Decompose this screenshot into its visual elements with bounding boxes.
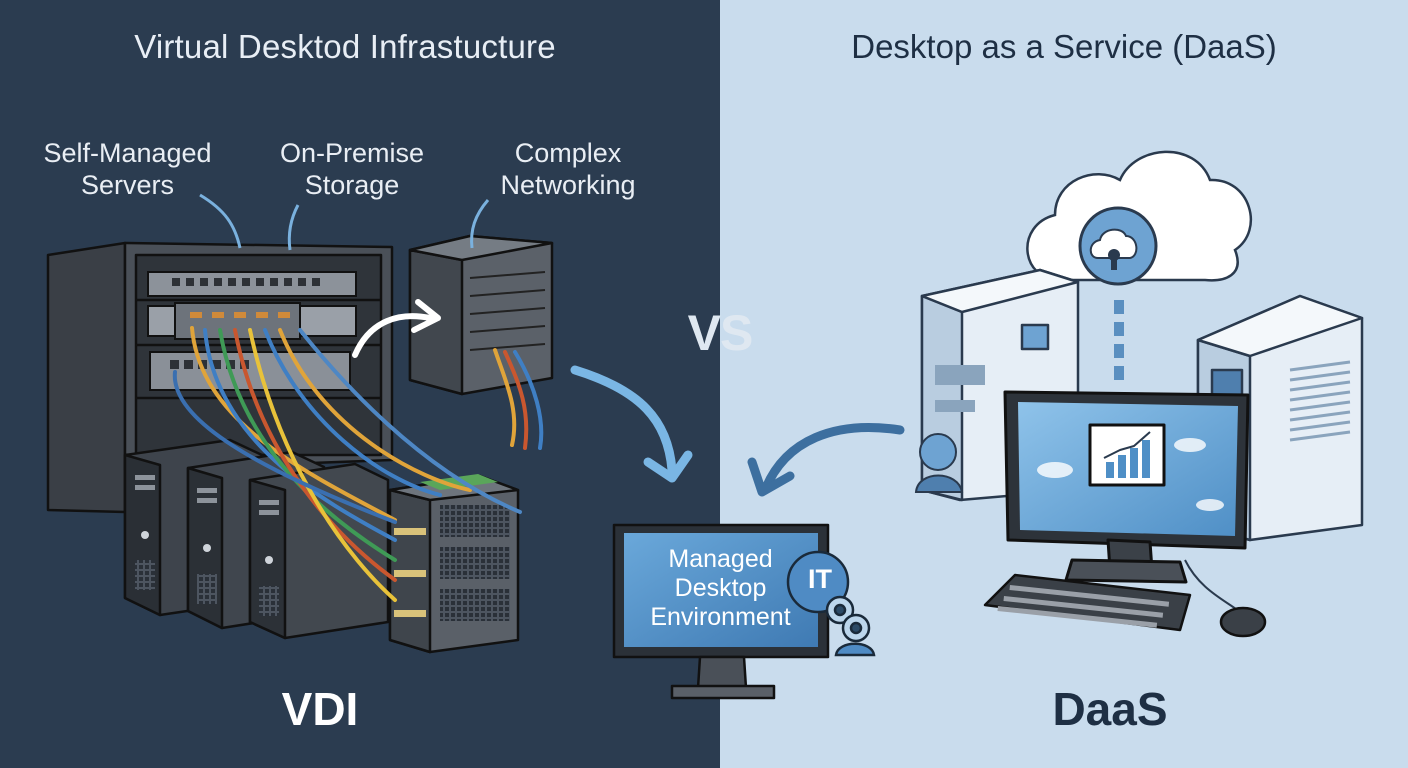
- arrow-icon: [747, 423, 905, 497]
- on-premise-storage-label: On-Premise Storage: [262, 137, 442, 201]
- label-pointers: [199, 193, 490, 251]
- daas-title: Desktop as a Service (DaaS): [851, 28, 1277, 65]
- network-cables: [172, 326, 544, 602]
- label-line: Storage: [304, 170, 400, 200]
- managed-desktop-label: Managed Desktop Environment: [628, 545, 813, 632]
- monitor-icon: [612, 523, 830, 700]
- connection-dashes: [1114, 300, 1124, 380]
- label-line: Desktop: [674, 574, 767, 602]
- label-line: Managed: [668, 545, 773, 573]
- arrow-icon: [570, 365, 693, 483]
- vs-label: VS: [687, 305, 754, 361]
- headset-user-icon: [914, 433, 964, 493]
- label-line: Servers: [80, 170, 175, 200]
- mouse-icon: [1184, 559, 1267, 638]
- it-badge-icon: [786, 550, 876, 657]
- label-line: Environment: [650, 603, 791, 631]
- complex-networking-label: Complex Networking: [478, 137, 658, 201]
- monitor-icon: [1003, 390, 1250, 584]
- arrow-icon: [352, 299, 441, 358]
- label-line: Self-Managed: [43, 138, 212, 168]
- daas-footer: DaaS: [1052, 683, 1168, 735]
- cloud-lock-icon: [1078, 206, 1158, 286]
- label-line: Complex: [514, 138, 622, 168]
- keyboard-icon: [983, 573, 1192, 632]
- self-managed-servers-label: Self-Managed Servers: [30, 137, 225, 201]
- vdi-footer: VDI: [281, 683, 359, 735]
- label-line: Networking: [500, 170, 636, 200]
- vdi-title: Virtual Desktod Infrastucture: [134, 28, 556, 65]
- label-line: On-Premise: [279, 138, 425, 168]
- it-badge-label: IT: [808, 564, 832, 594]
